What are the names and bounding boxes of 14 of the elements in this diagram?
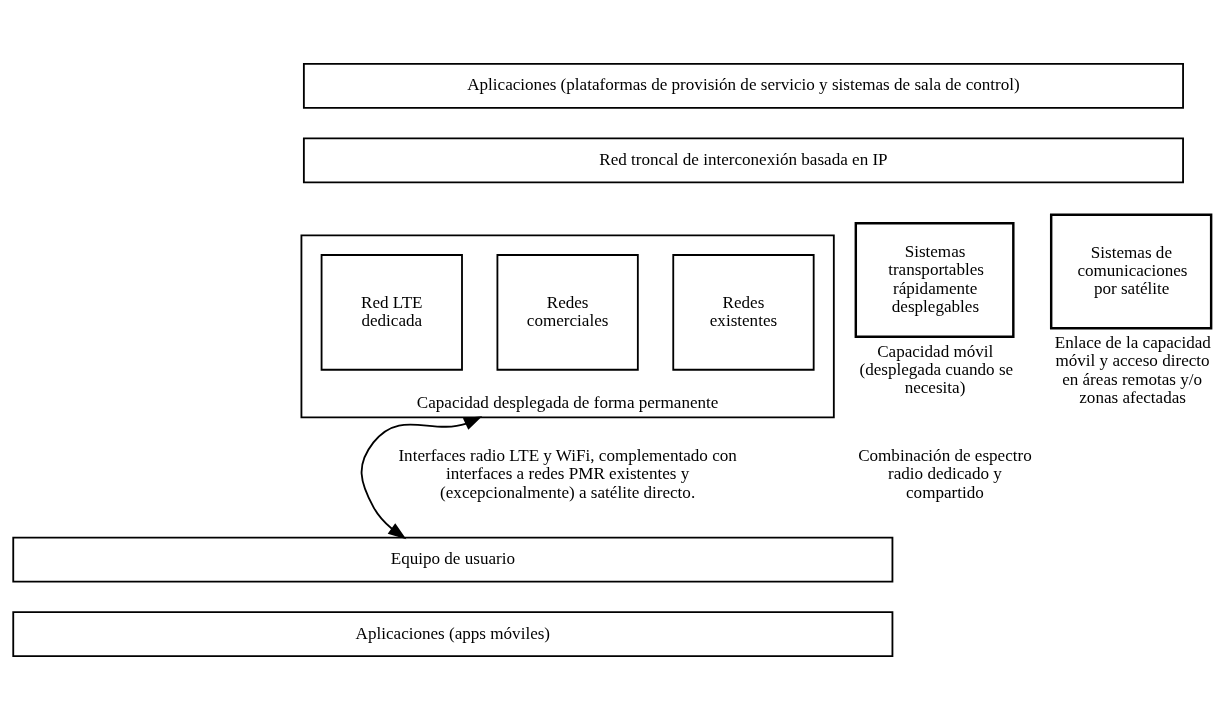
node-box: Sistemas transportables rápidamente desplegables: [854, 222, 1015, 339]
node-box: Aplicaciones (plataformas de provisión de servicio y sistemas de sala de control): [302, 62, 1184, 109]
node-label: Enlace de la capacidad móvil y acceso directo en áreas remotas y/o zonas afectadas: [1054, 333, 1211, 407]
node-box: Redes comerciales: [496, 254, 639, 371]
node-box: Sistemas de comunicaciones por satélite: [1049, 213, 1213, 330]
arrow: [360, 416, 483, 540]
label: Interfaces radio LTE y WiFi, complementado con interfaces a redes PMR existentes y (excepcionalmente) a satélite directo.: [398, 445, 737, 502]
node-box: Redes existentes: [672, 254, 815, 371]
node-box: Red troncal de interconexión basada en IP: [302, 137, 1184, 184]
node-box: Red LTE dedicada: [320, 254, 463, 371]
node-box: Aplicaciones (apps móviles): [12, 611, 894, 658]
label: Combinación de espectro radio dedicado y compartido: [858, 445, 1032, 502]
node-label: Capacidad móvil (desplegada cuando se necesita): [859, 341, 1014, 398]
node-box: Equipo de usuario: [12, 536, 894, 583]
